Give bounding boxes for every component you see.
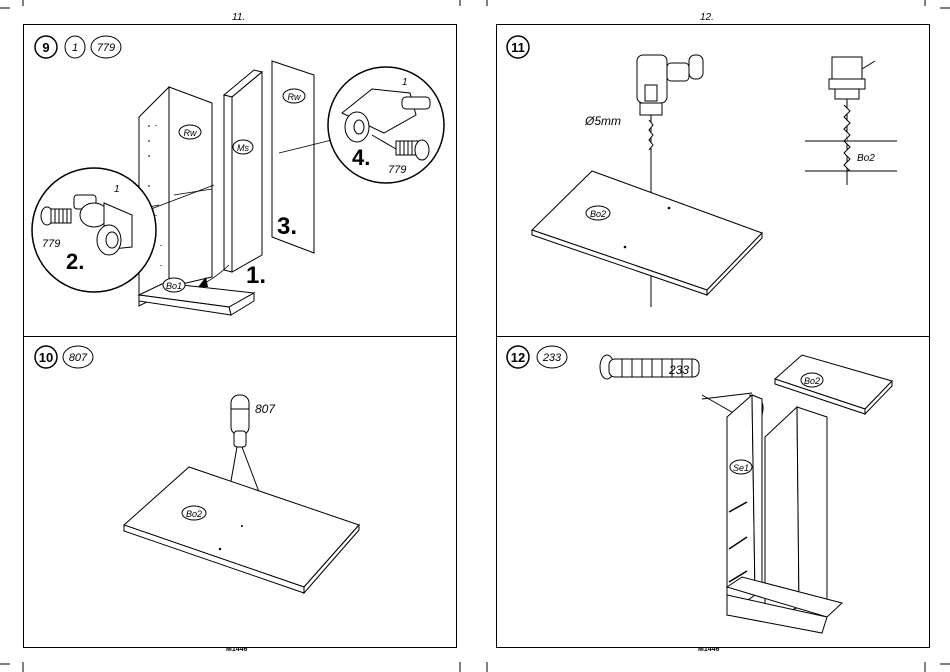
middle-panel-ms	[224, 70, 262, 272]
board-bo2	[124, 467, 359, 593]
page-number-right: 12.	[700, 12, 714, 23]
drill-bit-detail-icon	[829, 57, 865, 185]
callout-number: 2.	[66, 249, 84, 274]
panel-label: Bo2	[590, 209, 606, 219]
hole-dot	[668, 207, 671, 210]
power-drill-icon	[637, 55, 703, 157]
panel-label: Bo1	[166, 281, 182, 291]
part-number: 779	[42, 238, 60, 250]
detail-zoom-left	[32, 168, 156, 292]
step-9-illustration: 9 1 779 Rw Bo1	[24, 25, 456, 337]
hole-dot	[219, 548, 221, 550]
part-badge-label: 807	[69, 352, 88, 364]
bottom-panel-bo1	[139, 283, 254, 315]
step-11-panel: 11 Ø5mm Bo2	[496, 24, 930, 338]
part-badge-label: 1	[72, 42, 78, 54]
hole-dot	[624, 246, 627, 249]
panel-label: Bo2	[186, 509, 202, 519]
panel-label: Bo2	[804, 376, 820, 386]
callout-number: 3.	[277, 213, 297, 240]
cabinet-carcass	[727, 395, 842, 633]
callout-number: 1.	[246, 262, 266, 289]
step-12-illustration: 12 233 233 Bo2	[497, 337, 929, 647]
drill-size-label: Ø5mm	[584, 114, 621, 128]
step-number: 10	[39, 350, 53, 365]
step-number: 12	[511, 350, 525, 365]
board-bo2	[532, 171, 762, 295]
part-label: 233	[668, 363, 689, 377]
screw-icon	[41, 207, 71, 225]
side-panel-rw	[139, 87, 212, 306]
hole-dot	[241, 525, 243, 527]
panel-label: Ms	[237, 143, 249, 153]
part-badge-label: 233	[542, 352, 562, 364]
step-number: 9	[42, 40, 49, 55]
panel-label: Bo2	[857, 153, 875, 164]
step-10-illustration: 10 807 807 Bo2	[24, 337, 456, 647]
dowel-icon	[231, 395, 249, 447]
part-number: 1	[114, 184, 120, 195]
callout-number: 4.	[352, 145, 370, 170]
top-board-bo2	[775, 355, 892, 414]
step-11-illustration: 11 Ø5mm Bo2	[497, 25, 929, 337]
panel-label: Se1	[733, 463, 749, 473]
part-label: 807	[255, 402, 276, 416]
step-12-panel: 12 233 233 Bo2	[496, 336, 930, 648]
step-10-panel: 10 807 807 Bo2	[23, 336, 457, 648]
page-number-left: 11.	[232, 12, 245, 23]
part-number: 1	[402, 77, 408, 88]
panel-label: Rw	[184, 128, 197, 138]
part-number: 779	[388, 164, 406, 176]
part-badge-label: 779	[97, 42, 115, 54]
panel-label: Rw	[288, 92, 301, 102]
step-number: 11	[511, 40, 525, 55]
step-9-panel: 9 1 779 Rw Bo1	[23, 24, 457, 338]
